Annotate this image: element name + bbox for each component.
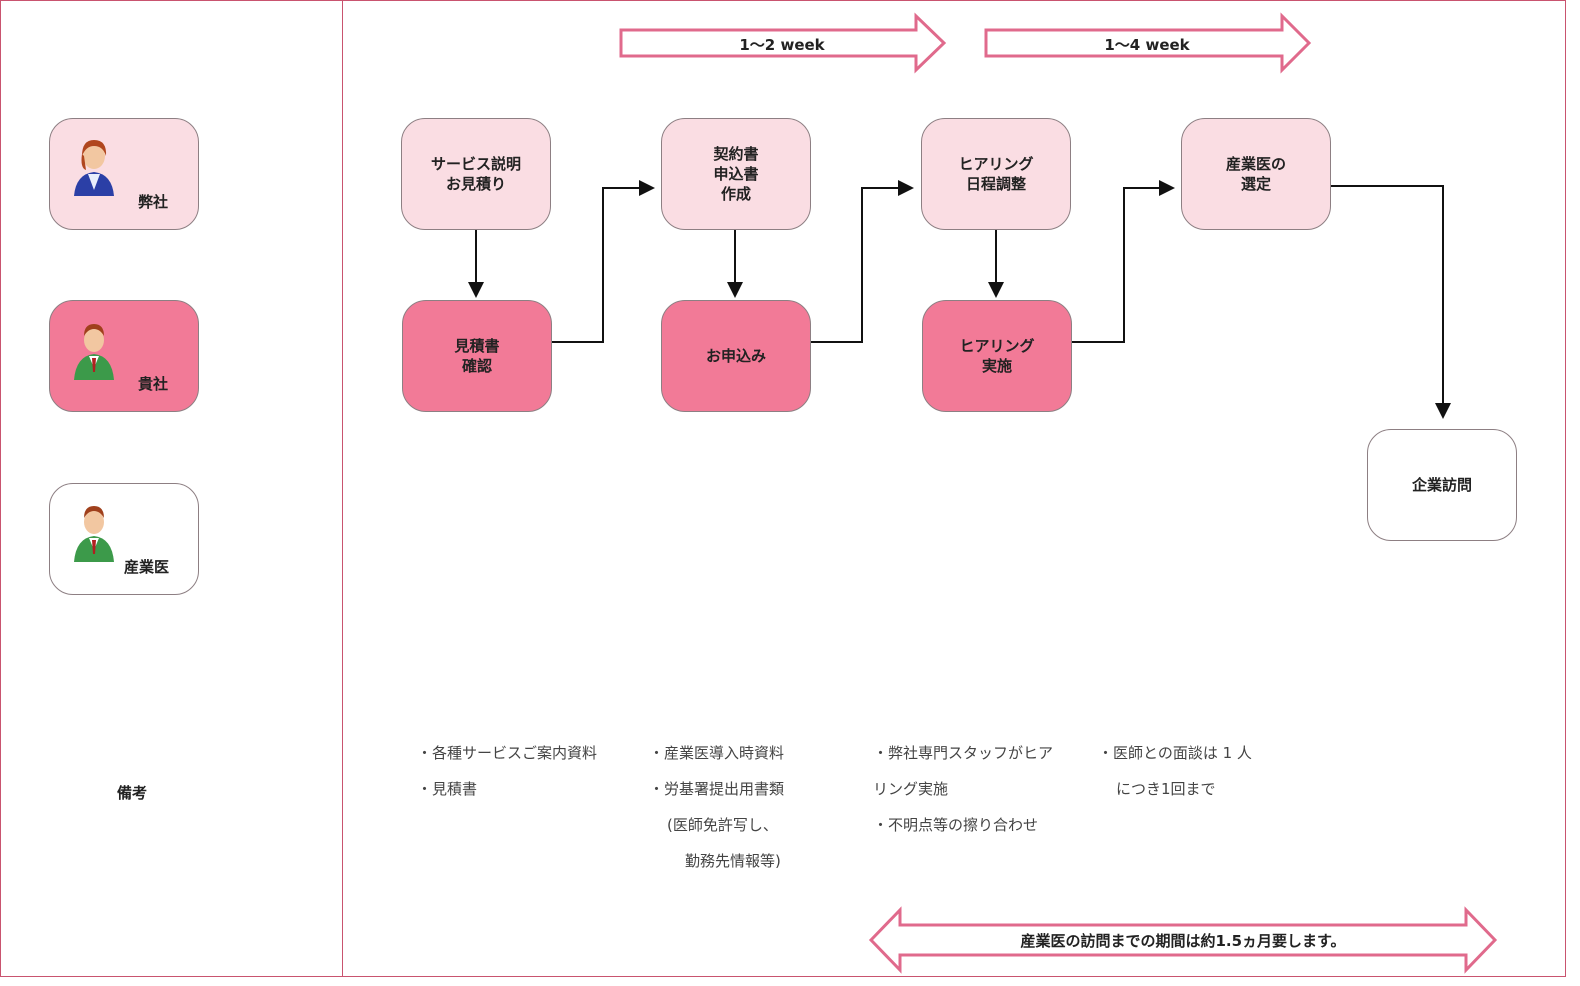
male-person-icon (74, 324, 114, 380)
note-line: 勤務先情報等) (685, 852, 781, 870)
legend-yours-label: 貴社 (138, 375, 169, 393)
note-line: ・労基署提出用書類 (649, 780, 785, 798)
connector-select-to-visit (1331, 185, 1451, 419)
step-hearing-schedule: ヒアリング 日程調整 (921, 118, 1071, 230)
step-service-explanation: サービス説明 お見積り (401, 118, 551, 230)
step-doctor-selection: 産業医の 選定 (1181, 118, 1331, 230)
note-line: ・各種サービスご案内資料 (417, 744, 598, 762)
step-contract-creation: 契約書 申込書 作成 (661, 118, 811, 230)
note-line: ・見積書 (417, 780, 478, 798)
note-line: につき1回まで (1116, 780, 1216, 798)
notes-col4: ・医師との面談は 1 人 につき1回まで (1098, 735, 1252, 807)
total-period-label: 産業医の訪問までの期間は約1.5ヵ月要します。 (1020, 932, 1346, 950)
female-person-icon (74, 140, 114, 196)
step-application: お申込み (661, 300, 811, 412)
legend-yours-box (49, 300, 199, 412)
notes-heading: 備考 (117, 784, 148, 802)
step-company-visit: 企業訪問 (1367, 429, 1517, 541)
note-line: ・医師との面談は 1 人 (1098, 744, 1252, 762)
note-line: ・弊社専門スタッフがヒア (873, 744, 1054, 762)
legend-doctor-label: 産業医 (124, 558, 170, 576)
step-quote-check: 見積書 確認 (402, 300, 552, 412)
step-hearing: ヒアリング 実施 (922, 300, 1072, 412)
connector-hearing-to-select (1072, 180, 1175, 343)
timeline-label-1: 1〜2 week (739, 36, 825, 54)
legend-ours-box (49, 118, 199, 230)
connector-quote-to-contract (552, 180, 655, 343)
notes-col3: ・弊社専門スタッフがヒア リング実施 ・不明点等の擦り合わせ (873, 735, 1053, 843)
connector-apply-to-schedule (811, 180, 914, 343)
note-line: (医師免許写し、 (667, 816, 778, 834)
note-line: ・不明点等の擦り合わせ (873, 816, 1039, 834)
note-line: ・産業医導入時資料 (649, 744, 785, 762)
total-period-arrow (868, 906, 1498, 974)
timeline-arrow-1 (619, 12, 947, 74)
notes-col2: ・産業医導入時資料 ・労基署提出用書類 (医師免許写し、 勤務先情報等) (649, 735, 784, 879)
notes-col1: ・各種サービスご案内資料 ・見積書 (417, 735, 597, 807)
timeline-arrow-2 (984, 12, 1312, 74)
note-line: リング実施 (873, 780, 949, 798)
legend-ours-label: 弊社 (138, 193, 169, 211)
lane-divider (342, 0, 343, 977)
timeline-label-2: 1〜4 week (1104, 36, 1190, 54)
legend-doctor-box (49, 483, 199, 595)
doctor-person-icon (74, 506, 114, 562)
